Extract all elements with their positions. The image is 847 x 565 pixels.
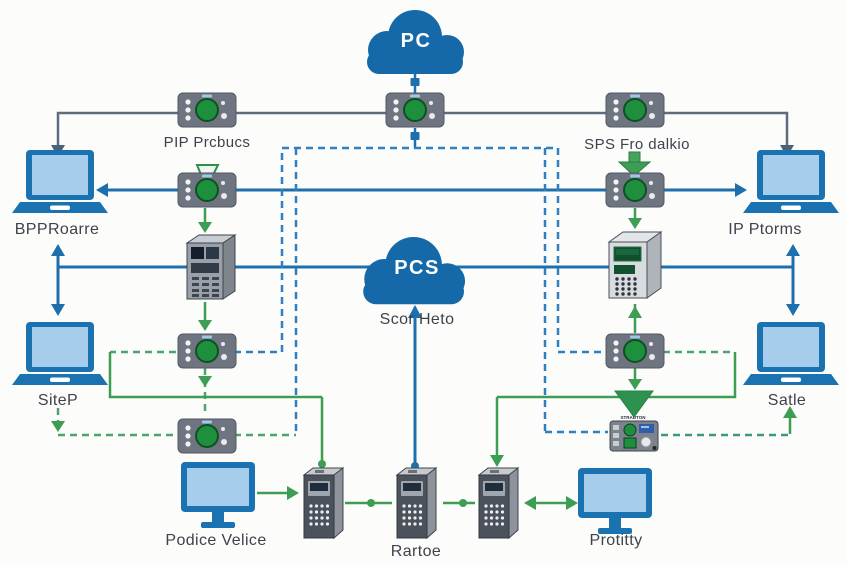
label-sps-fro-dalkio: SPS Fro dalkio	[584, 136, 690, 153]
label-scor-heto: Scor Heto	[379, 311, 455, 328]
router-icon-lower-left	[177, 333, 237, 369]
router-icon-bottom-left	[177, 418, 237, 454]
label-rartoe: Rartoe	[390, 543, 442, 560]
laptop-icon-sitep	[12, 322, 108, 385]
router-icon-lower-right	[605, 333, 665, 369]
router-icon-mid-right	[605, 172, 665, 208]
router-icon-top-left	[177, 92, 237, 128]
router-icon-mid-left	[177, 172, 237, 208]
label-podice-velice: Podice Velice	[165, 532, 267, 549]
monitor-icon-protitty	[578, 468, 652, 534]
server-icon-bottom-1	[303, 467, 344, 539]
label-sitep: SiteP	[37, 392, 79, 409]
label-plc-caption: STRAUTON	[620, 415, 646, 420]
label-ip-ptorms: IP Ptorms	[728, 221, 802, 238]
laptop-icon-bpproarre	[12, 150, 108, 213]
monitor-icon-podice	[181, 462, 255, 528]
label-satle: Satle	[767, 392, 807, 409]
server-tower-right-icon	[608, 231, 662, 299]
server-icon-bottom-3	[478, 467, 519, 539]
label-bpproarre: BPPRoarre	[14, 221, 100, 238]
server-icon-rartoe	[396, 467, 437, 539]
cloud-pc-label: PC	[400, 30, 432, 52]
label-protitty: Protitty	[589, 532, 643, 549]
laptop-icon-satle	[743, 322, 839, 385]
plc-controller-icon	[609, 420, 659, 452]
cloud-pcs-label: PCS	[394, 257, 440, 279]
router-icon-top-right	[605, 92, 665, 128]
router-icon-top-center	[385, 92, 445, 128]
laptop-icon-ip-ptorms	[743, 150, 839, 213]
connectors	[51, 72, 800, 510]
label-pip-prcbucs: PIP Prcbucs	[163, 134, 251, 151]
server-tower-left-icon	[186, 234, 236, 300]
